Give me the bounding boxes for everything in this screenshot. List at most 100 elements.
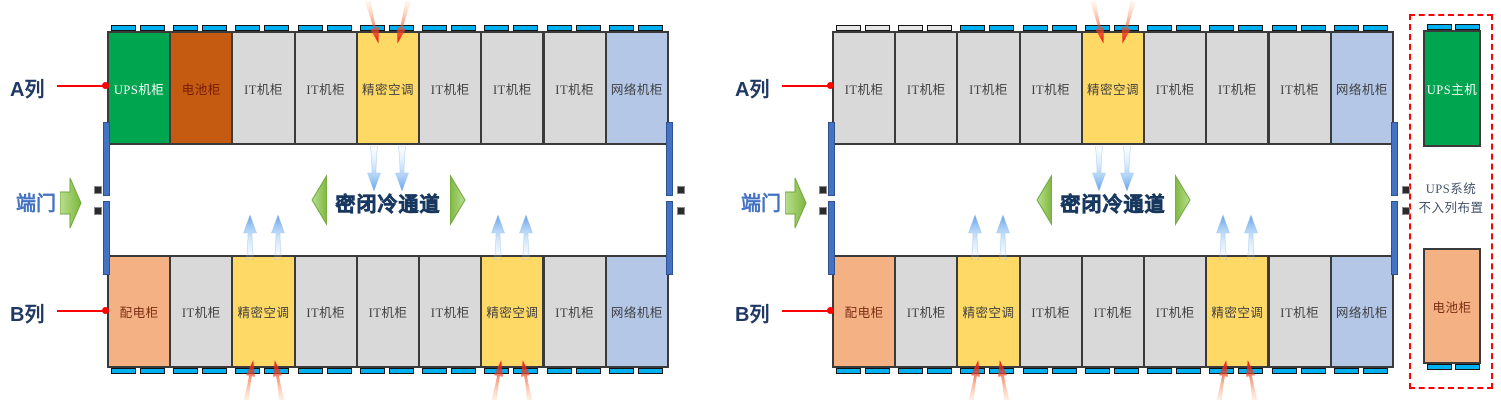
cabinet-network: 网络机柜 [604,255,669,368]
door-hinge [677,207,685,215]
cabinet-it: IT机柜 [169,255,234,368]
aisle-arrow-left-icon [311,174,327,231]
row-b-leader-line [782,310,830,312]
bottom-vent-bar [927,368,953,374]
end-door-panel-right [1391,201,1398,275]
top-vent-bar [484,25,510,31]
top-vent-bar [608,25,634,31]
bottom-vent-bar [1176,368,1202,374]
top-vent-bar [927,25,953,31]
bottom-vent-bar [865,368,890,374]
top-vent-bar [1455,24,1480,30]
end-door-panel-left [828,201,835,275]
cold-air-arrow-icon [517,209,535,260]
top-vent-bar [1209,25,1235,31]
bottom-vent-bar [637,368,663,374]
top-vent-bar [326,25,352,31]
cabinet-pdu: 配电柜 [832,255,897,368]
top-vent-bar [546,25,572,31]
cabinet-crac: 精密空调 [956,255,1021,368]
row-a-label: A列 [10,79,45,101]
bottom-vent-bar [1455,364,1480,370]
cold-aisle-banner: 密闭冷通道 [983,174,1243,230]
cabinet-it: IT机柜 [231,31,296,145]
cabinet-it: IT机柜 [1143,255,1208,368]
top-vent-bar [140,25,165,31]
cabinet-it: IT机柜 [1267,255,1332,368]
bottom-vent-bar [1113,368,1139,374]
door-hinge [819,186,827,194]
bottom-vent-bar [1147,368,1173,374]
bottom-vent-bar [1362,368,1388,374]
top-vent-bar [422,25,448,31]
ups-external-note: UPS系统 不入列布置 [1409,180,1493,219]
cabinet-crac: 精密空调 [1080,31,1146,145]
top-vent-bar [637,25,663,31]
cold-air-arrow-icon [241,209,259,260]
bottom-vent-bar [451,368,477,374]
cabinet-crac: 精密空调 [480,255,545,368]
top-vent-bar [836,25,861,31]
door-hinge [677,186,685,194]
bottom-vent-bar [140,368,165,374]
bottom-vent-bar [575,368,601,374]
cabinet-crac: 精密空调 [231,255,296,368]
row-a-leader-dot [827,82,834,89]
bottom-vent-bar [111,368,136,374]
cabinet-it: IT机柜 [832,31,897,145]
cabinet-it: IT机柜 [542,255,607,368]
door-hinge [94,186,102,194]
bottom-vent-bar [1300,368,1326,374]
row-b-label: B列 [735,304,770,326]
row-a-leader-line [782,85,830,87]
ups-system-sidebox [1409,14,1493,389]
top-vent-bar [1362,25,1388,31]
top-vent-bar [173,25,199,31]
end-door-label: 端门 [16,193,56,215]
top-vent-bar [1427,24,1452,30]
door-hinge [1402,186,1410,194]
note-line-2: 不入列布置 [1418,201,1484,216]
bottom-vent-bar [1084,368,1110,374]
bottom-vent-bar [608,368,634,374]
bottom-vent-bar [898,368,924,374]
cabinet-battery: 电池柜 [169,31,234,145]
cabinet-it: IT机柜 [956,31,1021,145]
top-vent-bar [960,25,986,31]
cold-aisle-label: 密闭冷通道 [335,193,441,216]
end-door-label: 端门 [741,193,781,215]
bottom-vent-bar [1427,364,1452,370]
top-vent-bar [865,25,890,31]
cabinet-it: IT机柜 [894,255,959,368]
cabinet-it: IT机柜 [418,31,483,145]
bottom-vent-bar [422,368,448,374]
top-vent-bar [297,25,323,31]
cabinet-it: IT机柜 [355,255,421,368]
top-vent-bar [1238,25,1264,31]
top-vent-bar [235,25,261,31]
cabinet-pdu: 配电柜 [107,255,172,368]
row-b-leader-dot [827,307,834,314]
top-vent-bar [111,25,136,31]
cabinet-it: IT机柜 [1205,31,1270,145]
top-vent-bar [1176,25,1202,31]
end-door-arrow-icon [60,177,82,234]
bottom-vent-bar [1271,368,1297,374]
cold-aisle-banner: 密闭冷通道 [258,174,518,230]
top-vent-bar [513,25,539,31]
aisle-arrow-right-icon [450,174,466,231]
cabinet-network: 网络机柜 [1329,31,1394,145]
row-b-leader-dot [102,307,109,314]
cabinet-ups: UPS机柜 [107,31,172,145]
cabinet-it: IT机柜 [480,31,545,145]
row-a-leader-line [57,85,105,87]
bottom-vent-bar [1051,368,1077,374]
cabinet-it: IT机柜 [1018,31,1083,145]
top-vent-bar [898,25,924,31]
cabinet-it: IT机柜 [894,31,959,145]
row-a-label: A列 [735,79,770,101]
top-vent-bar [202,25,228,31]
note-line-1: UPS系统 [1425,182,1477,196]
